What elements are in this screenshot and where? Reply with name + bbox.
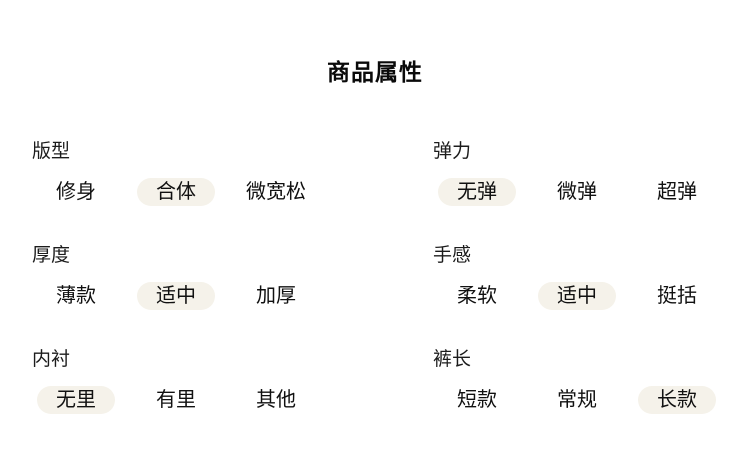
attribute-label: 内衬 bbox=[32, 349, 71, 370]
attribute-label: 裤长 bbox=[433, 349, 472, 370]
attribute-option[interactable]: 有里 bbox=[126, 386, 226, 414]
attribute-option[interactable]: 短款 bbox=[427, 386, 527, 414]
attribute-option[interactable]: 修身 bbox=[26, 178, 126, 206]
option-label: 适中 bbox=[137, 282, 215, 310]
attribute-group-thickness: 厚度 薄款 适中 加厚 bbox=[0, 243, 375, 310]
option-label: 长款 bbox=[638, 386, 716, 414]
attribute-label: 弹力 bbox=[433, 141, 472, 162]
page-title: 商品属性 bbox=[327, 59, 423, 85]
option-label: 无里 bbox=[37, 386, 115, 414]
option-label: 挺括 bbox=[657, 285, 697, 307]
attribute-option[interactable]: 柔软 bbox=[427, 282, 527, 310]
attribute-option[interactable]: 超弹 bbox=[627, 178, 727, 206]
options-row: 柔软 适中 挺括 bbox=[427, 282, 750, 310]
option-label: 薄款 bbox=[56, 285, 96, 307]
option-label: 加厚 bbox=[256, 285, 296, 307]
attribute-group-elasticity: 弹力 无弹 微弹 超弹 bbox=[375, 139, 750, 206]
attribute-option[interactable]: 挺括 bbox=[627, 282, 727, 310]
attribute-group-lining: 内衬 无里 有里 其他 bbox=[0, 347, 375, 414]
option-label: 微宽松 bbox=[246, 181, 306, 203]
option-label: 有里 bbox=[156, 389, 196, 411]
options-row: 薄款 适中 加厚 bbox=[26, 282, 375, 310]
attribute-option[interactable]: 适中 bbox=[126, 282, 226, 310]
attribute-option[interactable]: 其他 bbox=[226, 386, 326, 414]
option-label: 无弹 bbox=[438, 178, 516, 206]
option-label: 柔软 bbox=[457, 285, 497, 307]
attribute-label: 手感 bbox=[433, 245, 472, 266]
option-label: 修身 bbox=[56, 181, 96, 203]
attribute-option[interactable]: 微弹 bbox=[527, 178, 627, 206]
options-row: 无弹 微弹 超弹 bbox=[427, 178, 750, 206]
attribute-option[interactable]: 加厚 bbox=[226, 282, 326, 310]
option-label: 短款 bbox=[457, 389, 497, 411]
option-label: 常规 bbox=[557, 389, 597, 411]
attribute-option[interactable]: 合体 bbox=[126, 178, 226, 206]
attribute-option[interactable]: 薄款 bbox=[26, 282, 126, 310]
attribute-option[interactable]: 无里 bbox=[26, 386, 126, 414]
options-row: 短款 常规 长款 bbox=[427, 386, 750, 414]
attribute-label: 版型 bbox=[32, 141, 71, 162]
attribute-group-feel: 手感 柔软 适中 挺括 bbox=[375, 243, 750, 310]
option-label: 合体 bbox=[137, 178, 215, 206]
attributes-grid: 版型 修身 合体 微宽松 弹力 无弹 微弹 超弹 厚度 薄款 适中 加厚 手感 … bbox=[0, 139, 750, 414]
option-label: 超弹 bbox=[657, 181, 697, 203]
attribute-option[interactable]: 常规 bbox=[527, 386, 627, 414]
option-label: 微弹 bbox=[557, 181, 597, 203]
attribute-option[interactable]: 无弹 bbox=[427, 178, 527, 206]
options-row: 修身 合体 微宽松 bbox=[26, 178, 375, 206]
option-label: 适中 bbox=[538, 282, 616, 310]
attribute-group-fit: 版型 修身 合体 微宽松 bbox=[0, 139, 375, 206]
attribute-option[interactable]: 长款 bbox=[627, 386, 727, 414]
attribute-option[interactable]: 微宽松 bbox=[226, 178, 326, 206]
attribute-label: 厚度 bbox=[32, 245, 71, 266]
option-label: 其他 bbox=[256, 389, 296, 411]
attribute-group-pants-length: 裤长 短款 常规 长款 bbox=[375, 347, 750, 414]
attribute-option[interactable]: 适中 bbox=[527, 282, 627, 310]
options-row: 无里 有里 其他 bbox=[26, 386, 375, 414]
